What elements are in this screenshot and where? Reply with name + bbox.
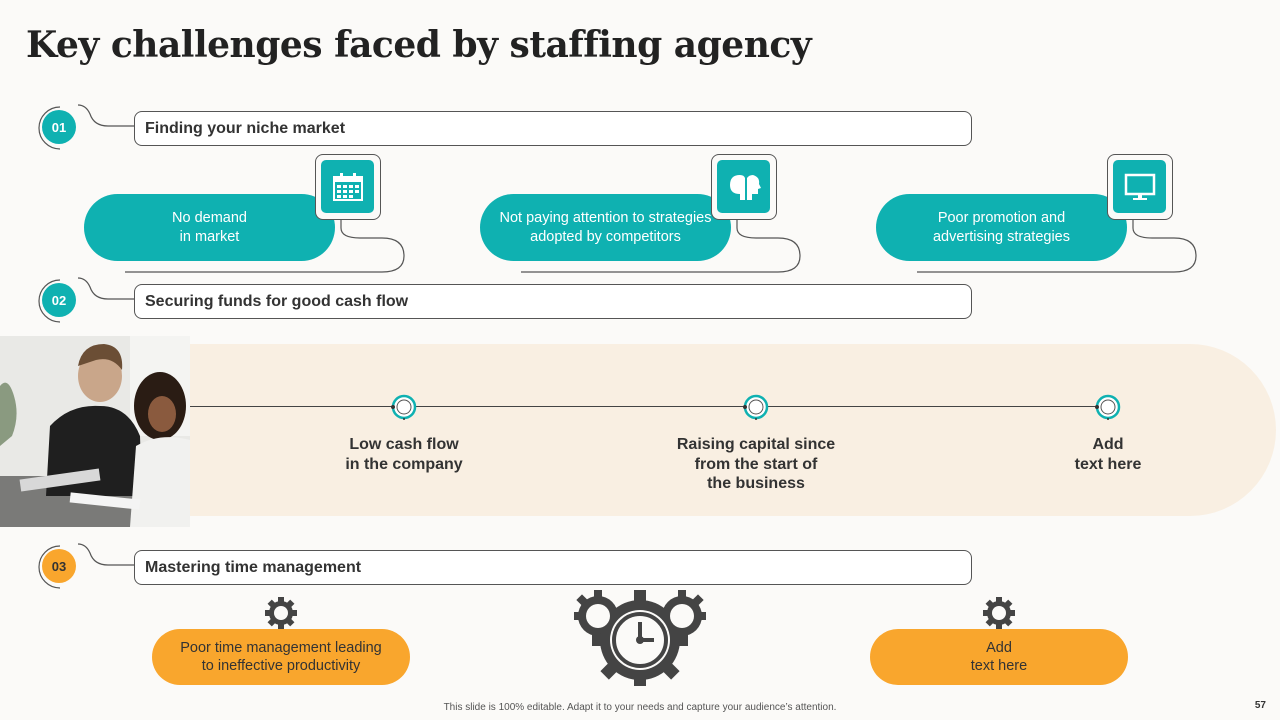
timeline-text-line: from the start of bbox=[694, 455, 818, 473]
page-number: 57 bbox=[1254, 700, 1266, 711]
icon-frame bbox=[711, 154, 777, 220]
connector-line bbox=[521, 220, 801, 273]
calendar-icon bbox=[332, 172, 363, 201]
pill-text-line: adopted by competitors bbox=[530, 228, 681, 245]
section-number: 03 bbox=[42, 549, 76, 583]
timeline-text-line: Raising capital since bbox=[676, 436, 836, 453]
section-number: 01 bbox=[42, 110, 76, 144]
timeline-text-line: text here bbox=[1074, 455, 1142, 473]
section-title: Finding your niche market bbox=[145, 119, 346, 137]
pill-text-line: Poor promotion and bbox=[937, 210, 1066, 227]
section-number: 02 bbox=[42, 283, 76, 317]
time-challenge-pill: Poor time management leading to ineffecti… bbox=[152, 629, 410, 685]
pill-text-line: text here bbox=[970, 658, 1028, 674]
section-number-badge: 03 bbox=[36, 543, 84, 591]
monitor-icon bbox=[1124, 173, 1155, 200]
pill-text-line: advertising strategies bbox=[932, 228, 1070, 245]
pill-text-line: Not paying attention to strategies bbox=[499, 210, 712, 227]
timeline-band bbox=[180, 344, 1276, 516]
gear-icon bbox=[265, 597, 297, 629]
timeline-node bbox=[391, 394, 417, 420]
section-title-bar: Finding your niche market bbox=[134, 111, 972, 146]
slide-title: Key challenges faced by staffing agency bbox=[26, 24, 812, 66]
connector-line bbox=[917, 220, 1197, 273]
icon-frame bbox=[1107, 154, 1173, 220]
time-challenge-pill: Add text here bbox=[870, 629, 1128, 685]
timeline-node bbox=[1095, 394, 1121, 420]
section-title-bar: Mastering time management bbox=[134, 550, 972, 585]
icon-frame bbox=[315, 154, 381, 220]
section-number-badge: 01 bbox=[36, 104, 84, 152]
timeline-node bbox=[743, 394, 769, 420]
section-number-badge: 02 bbox=[36, 277, 84, 325]
team-photo bbox=[0, 336, 190, 527]
timeline-text: Raising capital since from the start of … bbox=[656, 435, 856, 494]
gear-clock-icon bbox=[574, 590, 706, 686]
pill-text-line: to ineffective productivity bbox=[201, 658, 361, 674]
pill-text-line: Add bbox=[986, 639, 1012, 656]
section-title: Mastering time management bbox=[145, 558, 362, 576]
timeline-line bbox=[190, 406, 1108, 407]
section-title-bar: Securing funds for good cash flow bbox=[134, 284, 972, 319]
footer-note: This slide is 100% editable. Adapt it to… bbox=[443, 702, 837, 713]
timeline-text-line: the business bbox=[707, 475, 805, 493]
pill-text-line: Poor time management leading bbox=[180, 639, 382, 656]
pill-text-line: in market bbox=[179, 228, 240, 245]
connector-line bbox=[125, 220, 405, 273]
timeline-text: Add text here bbox=[1008, 435, 1208, 474]
gear-icon bbox=[983, 597, 1015, 629]
two-heads-icon bbox=[729, 174, 761, 200]
section-title: Securing funds for good cash flow bbox=[145, 292, 409, 310]
timeline-text-line: Add bbox=[1092, 436, 1124, 453]
timeline-text-line: in the company bbox=[345, 455, 463, 473]
timeline-text-line: Low cash flow bbox=[349, 436, 459, 453]
pill-text-line: No demand bbox=[172, 210, 247, 227]
timeline-text: Low cash flow in the company bbox=[304, 435, 504, 474]
